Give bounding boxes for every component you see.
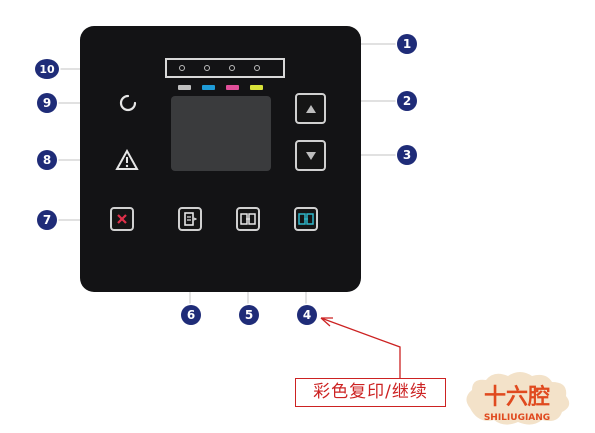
up-arrow-button[interactable] [295,93,326,124]
callout-7: 7 [37,210,57,230]
mono-copy-button[interactable] [236,207,260,231]
status-light-magenta [229,65,235,71]
mono-copy-icon [240,213,256,225]
down-arrow-button[interactable] [295,140,326,171]
swatch-cyan [202,85,215,90]
callout-3: 3 [397,145,417,165]
callout-6: 6 [181,305,201,325]
callout-9: 9 [37,93,57,113]
callout-8: 8 [37,150,57,170]
callout-10: 10 [35,59,59,79]
callout-5: 5 [239,305,259,325]
callout-1: 1 [397,34,417,54]
down-arrow-icon [305,151,316,160]
status-light-cyan [204,65,210,71]
status-light-yellow [254,65,260,71]
up-arrow-icon [305,104,316,113]
swatch-magenta [226,85,239,90]
cancel-button[interactable] [110,207,134,231]
copy-settings-button[interactable] [178,207,202,231]
cancel-x-icon [117,214,127,224]
toner-status-lights [165,58,285,78]
swatch-gray [178,85,191,90]
copy-settings-icon [184,212,197,226]
power-icon [119,94,137,112]
logo-cn-text: 十六腔 [484,384,550,410]
callout-2: 2 [397,91,417,111]
color-copy-caption: 彩色复印/继续 [295,378,446,407]
swatch-yellow [250,85,263,90]
callout-4: 4 [297,305,317,325]
logo-en-text: SHILIUGIANG [484,413,550,423]
warning-icon [115,149,139,170]
watermark-logo: 十六腔 SHILIUGIANG [458,368,576,428]
color-copy-icon [298,213,314,225]
status-light-gray [179,65,185,71]
color-copy-button[interactable] [294,207,318,231]
lcd-display [171,96,271,171]
